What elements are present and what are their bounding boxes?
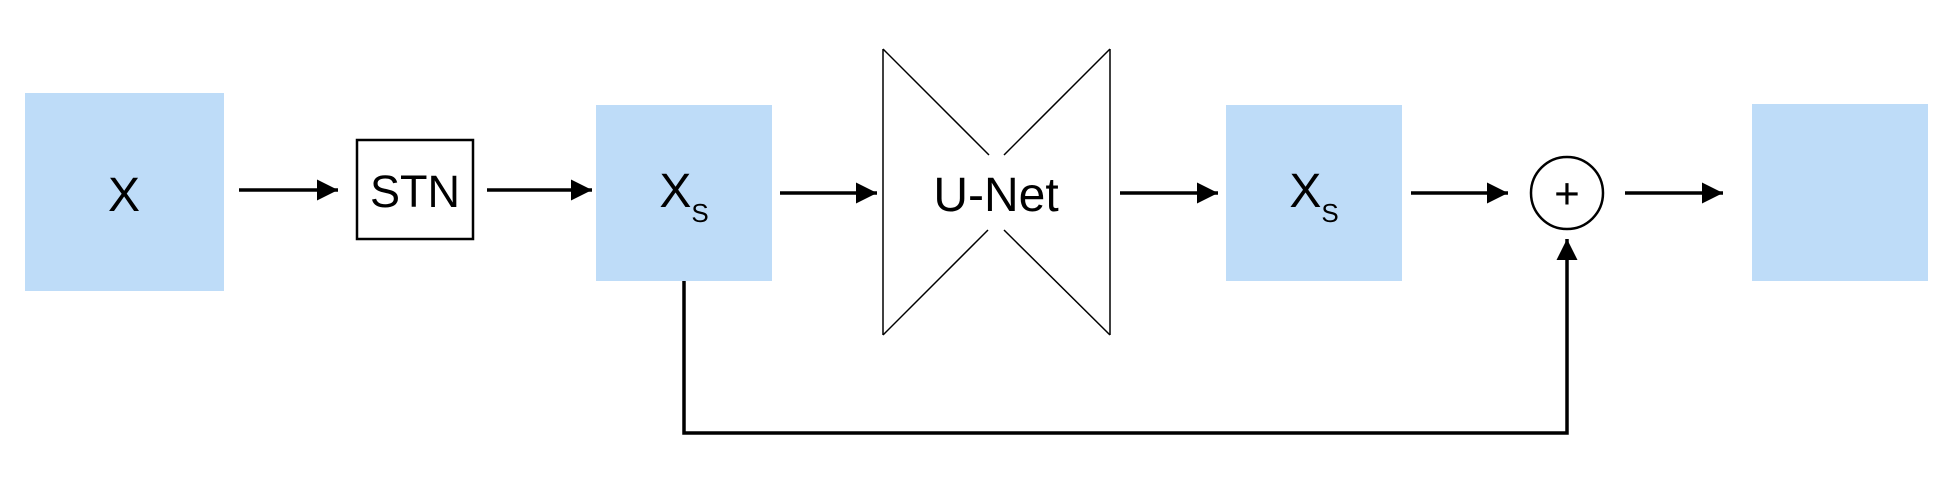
skip-connection-arrow	[682, 239, 1578, 435]
unet-top-left-diagonal	[882, 48, 990, 156]
unet-top-right-diagonal	[1003, 48, 1111, 156]
unet-label: U-Net	[933, 169, 1058, 222]
plus-symbol: +	[1554, 170, 1580, 219]
restored-label-subscript: S	[1321, 198, 1338, 228]
unet-shape	[882, 48, 1111, 336]
unet-bottom-left-diagonal	[882, 229, 989, 336]
input-box	[25, 93, 224, 291]
warped-box	[596, 105, 772, 281]
restored-label-base: X	[1289, 165, 1321, 218]
unet-bottom-right-diagonal	[1003, 229, 1111, 336]
warped-label: XS	[659, 165, 708, 228]
restored-box	[1226, 105, 1402, 281]
warped-label-base: X	[659, 165, 691, 218]
input-label: X	[108, 169, 140, 222]
stn-box	[355, 138, 475, 241]
sum-node-circle	[1529, 155, 1605, 231]
output-box	[1752, 104, 1928, 281]
warped-label-subscript: S	[691, 198, 708, 228]
restored-label: XS	[1289, 165, 1338, 228]
stn-label: STN	[370, 166, 460, 217]
